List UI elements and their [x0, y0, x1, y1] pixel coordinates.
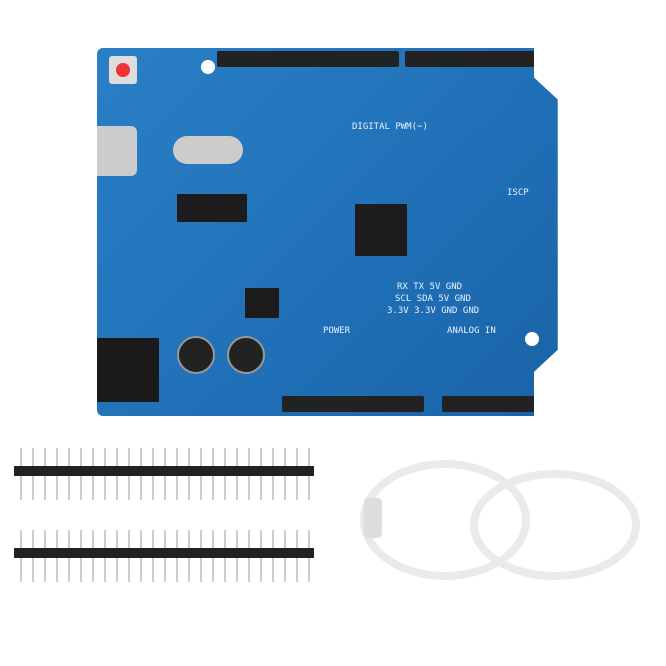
- header-row-2: SCL SDA 5V GND: [395, 294, 471, 304]
- arduino-board: POWER ANALOG IN DIGITAL PWM(~) ISCP RX T…: [97, 48, 558, 416]
- mount-hole: [525, 332, 539, 346]
- usb-c-port: [97, 126, 137, 176]
- digital-header-left: [217, 51, 399, 67]
- capacitor: [227, 336, 265, 374]
- usb-plug: [364, 498, 382, 538]
- regulator: [245, 288, 279, 318]
- dc-jack: [97, 338, 159, 402]
- analog-label: ANALOG IN: [447, 326, 496, 336]
- header-row-1: RX TX 5V GND: [397, 282, 463, 292]
- mcu-chip: [355, 204, 407, 256]
- mount-hole: [201, 60, 215, 74]
- reset-button: [109, 56, 137, 84]
- power-header: [282, 396, 424, 412]
- usb-chip: [177, 194, 247, 222]
- digital-label: DIGITAL PWM(~): [352, 122, 428, 132]
- crystal: [173, 136, 243, 164]
- capacitor: [177, 336, 215, 374]
- header-row-3: 3.3V 3.3V GND GND: [387, 306, 480, 316]
- iscp-label: ISCP: [507, 188, 529, 198]
- digital-header-right: [405, 51, 547, 67]
- analog-header: [442, 396, 548, 412]
- power-label: POWER: [323, 326, 351, 336]
